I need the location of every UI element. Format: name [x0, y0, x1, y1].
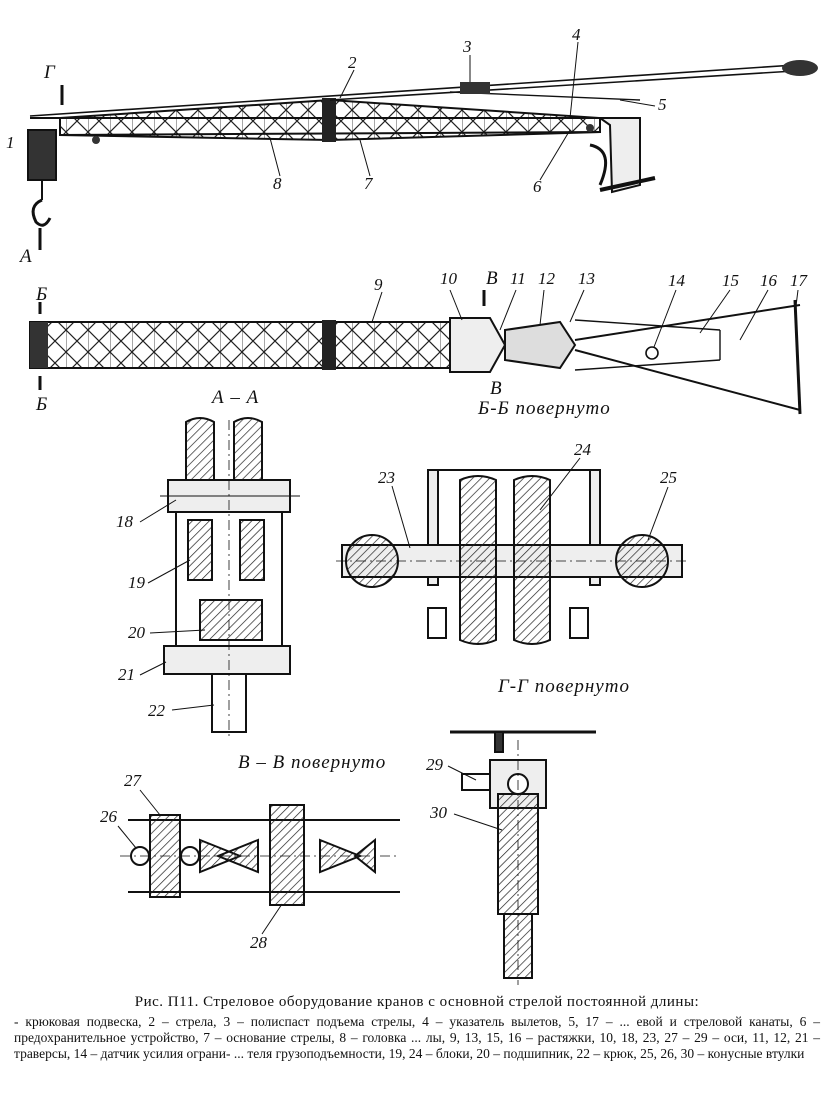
callout-4: 4	[572, 25, 581, 44]
callout-18: 18	[116, 512, 134, 531]
boom-top-view	[29, 290, 802, 415]
callout-19: 19	[128, 573, 146, 592]
callout-28: 28	[250, 933, 268, 952]
figure-caption: Рис. П11. Стреловое оборудование кранов …	[14, 990, 820, 1062]
callout-13: 13	[578, 269, 595, 288]
technical-drawing: Г А 1 2 3 4 5 6 7 8 Б Б В В А – А Б-Б по…	[6, 25, 818, 985]
section-title-gg: Г-Г повернуто	[497, 676, 630, 697]
callout-11: 11	[510, 269, 526, 288]
boom-base	[589, 117, 656, 194]
callout-1: 1	[6, 133, 15, 152]
callout-27: 27	[124, 771, 143, 790]
callout-15: 15	[722, 271, 739, 290]
callout-10: 10	[440, 269, 458, 288]
boom-joint	[322, 98, 336, 142]
callout-12: 12	[538, 269, 556, 288]
section-title-bb: Б-Б повернуто	[477, 398, 611, 419]
callout-14: 14	[668, 271, 686, 290]
section-v-v	[160, 417, 300, 740]
section-g-g	[336, 469, 690, 645]
callout-25: 25	[660, 468, 677, 487]
callout-9: 9	[374, 275, 383, 294]
section-mark-g: Г	[43, 62, 56, 83]
section-mark-v-bottom: В	[490, 378, 503, 399]
figure-legend: - крюковая подвеска, 2 – стрела, 3 – пол…	[14, 1014, 820, 1061]
boom-head-sheave	[782, 60, 818, 76]
section-mark-b-bottom: Б	[35, 394, 48, 415]
boom-hoist-block	[460, 82, 490, 94]
callout-23: 23	[378, 468, 395, 487]
boom-side-view	[27, 60, 818, 250]
section-title-vv: В – В повернуто	[238, 752, 386, 773]
callout-21: 21	[118, 665, 135, 684]
callout-20: 20	[128, 623, 146, 642]
callout-26: 26	[100, 807, 118, 826]
detail-axle-bushing	[120, 804, 400, 906]
callout-17: 17	[790, 271, 809, 290]
figure-title: Рис. П11. Стреловое оборудование кранов …	[134, 994, 700, 1010]
callout-3: 3	[462, 37, 472, 56]
callout-24: 24	[574, 440, 592, 459]
section-mark-v-top: В	[486, 268, 499, 289]
callout-5: 5	[658, 95, 667, 114]
section-mark-a: А	[18, 246, 33, 267]
callout-30: 30	[429, 803, 448, 822]
detail-hook-axle	[450, 730, 596, 985]
callout-7: 7	[364, 174, 374, 193]
hook-suspension	[27, 129, 57, 227]
callout-6: 6	[533, 177, 542, 196]
callout-22: 22	[148, 701, 166, 720]
section-mark-b-top: Б	[35, 284, 48, 305]
callout-8: 8	[273, 174, 282, 193]
callout-16: 16	[760, 271, 778, 290]
callout-2: 2	[348, 53, 357, 72]
section-title-aa: А – А	[210, 387, 259, 408]
callout-29: 29	[426, 755, 444, 774]
